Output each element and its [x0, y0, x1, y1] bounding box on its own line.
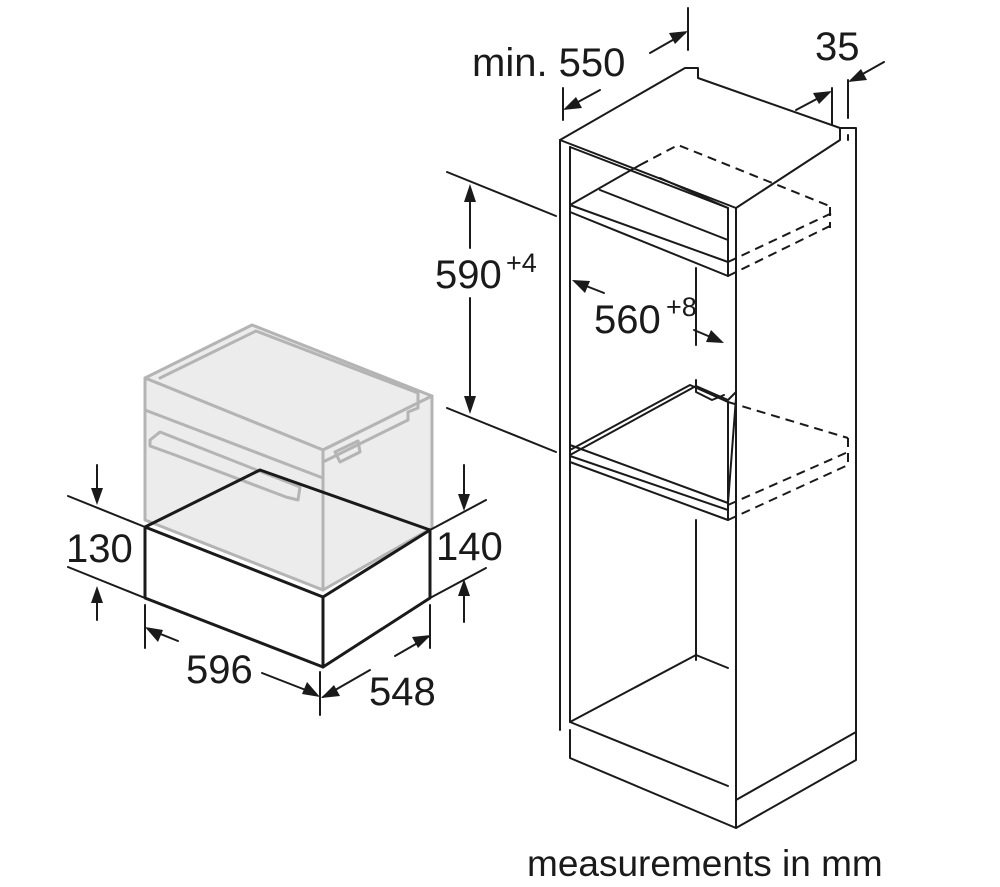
drawer-top-edge [144, 468, 431, 532]
dimension-560: 560 [594, 298, 661, 342]
cabinet-dimension-lines [446, 7, 885, 453]
dimension-140: 140 [436, 525, 503, 569]
dimension-560-tolerance: +8 [666, 292, 697, 322]
oven-illustration [143, 323, 434, 592]
dimension-548: 548 [369, 670, 436, 714]
dimension-590: 590 [435, 253, 502, 297]
tall-cabinet [559, 67, 857, 829]
oven-door-line [143, 408, 325, 480]
dimension-596: 596 [186, 648, 253, 692]
dimension-min-550: min. 550 [472, 41, 625, 85]
dimension-590-tolerance: +4 [506, 248, 537, 278]
dimension-35: 35 [815, 25, 860, 69]
units-caption: measurements in mm [527, 843, 883, 884]
oven-side-clip [333, 439, 362, 464]
drawer-dimension-lines [67, 464, 487, 716]
oven-top-trim [158, 329, 420, 464]
dimension-130: 130 [66, 527, 133, 571]
oven-handle [148, 430, 302, 502]
